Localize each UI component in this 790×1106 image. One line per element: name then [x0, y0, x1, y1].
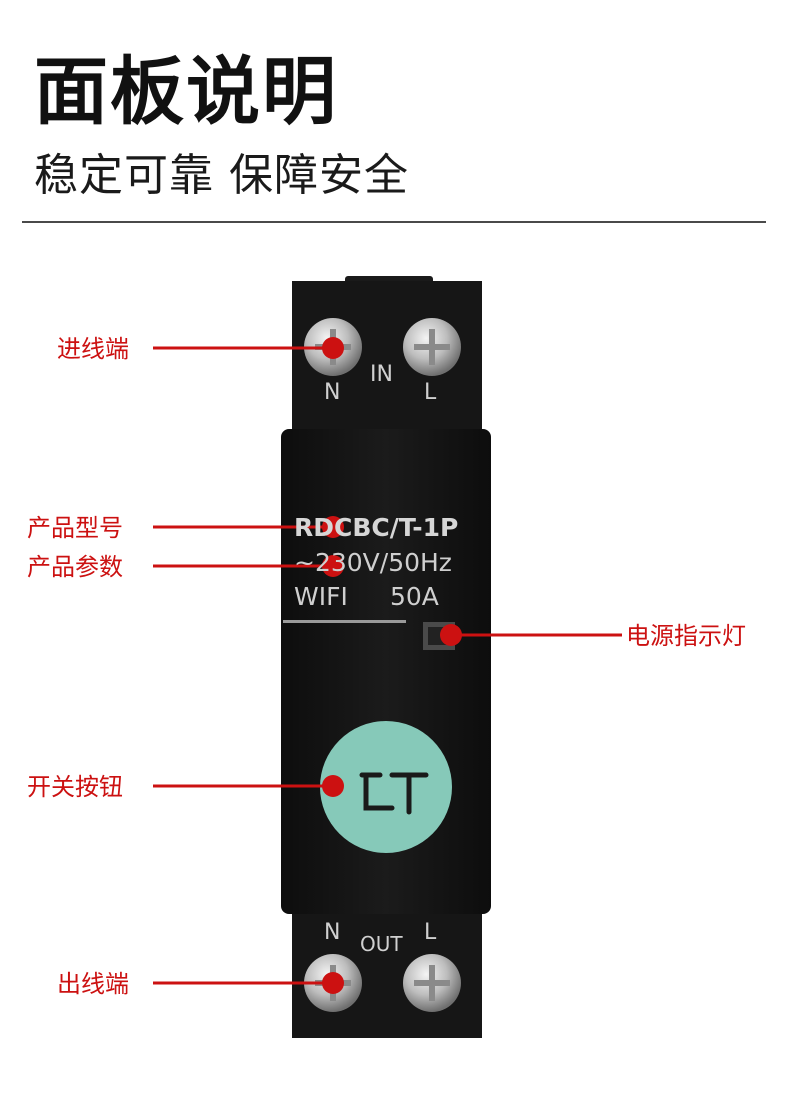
callout-output-terminal: 出线端 — [57, 970, 129, 998]
switch-button[interactable] — [320, 721, 452, 853]
top-terminal-group-label: IN — [370, 362, 393, 387]
bottom-terminal-n-label: N — [324, 920, 341, 945]
callout-dots — [322, 337, 462, 994]
divider — [22, 221, 766, 223]
device-wifi: WIFI — [294, 582, 348, 611]
top-terminal-n-label: N — [324, 380, 341, 405]
callout-product-model: 产品型号 — [27, 514, 123, 542]
page-title: 面板说明 — [34, 49, 338, 135]
bottom-terminal-group-label: OUT — [360, 932, 403, 956]
device-rating: ~230V/50Hz — [294, 548, 452, 577]
button-logo-icon — [359, 772, 429, 815]
page-subtitle: 稳定可靠 保障安全 — [34, 150, 409, 201]
screw-top-l — [403, 318, 461, 376]
top-terminal-l-label: L — [424, 380, 437, 405]
callout-input-terminal: 进线端 — [57, 335, 129, 363]
callout-power-indicator: 电源指示灯 — [626, 622, 746, 650]
bottom-terminal-l-label: L — [424, 920, 437, 945]
callout-lines — [153, 346, 622, 985]
screw-bottom-l — [403, 954, 461, 1012]
device-model: RDCBC/T-1P — [294, 513, 459, 542]
callout-switch-button: 开关按钮 — [27, 773, 123, 801]
device-current: 50A — [390, 582, 439, 611]
callout-product-params: 产品参数 — [27, 553, 123, 581]
